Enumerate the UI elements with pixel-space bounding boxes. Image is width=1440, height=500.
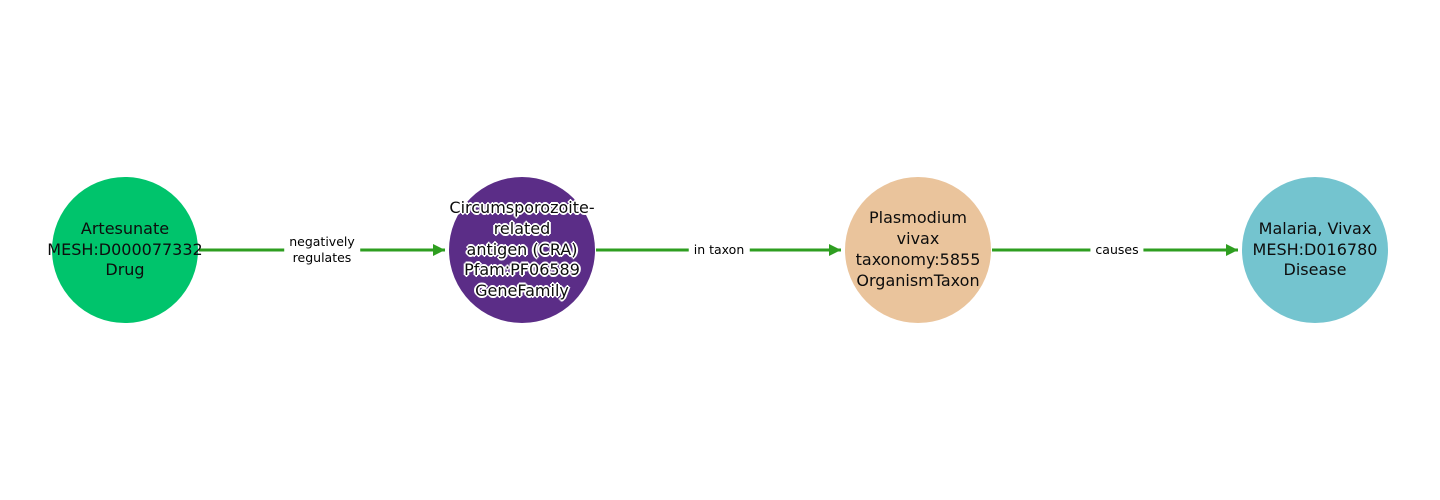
node-malaria-vivax: Malaria, Vivax MESH:D016780 Disease xyxy=(1242,177,1388,323)
edge-label-negatively-regulates: negatively regulates xyxy=(284,233,360,267)
node-plasmodium-vivax-label: Plasmodium vivax taxonomy:5855 OrganismT… xyxy=(855,208,981,290)
node-artesunate: Artesunate MESH:D000077332 Drug xyxy=(47,177,203,323)
node-circumsporozoite-related-antigen: Circumsporozoite- related antigen (CRA) … xyxy=(449,177,595,323)
edge-label-causes: causes xyxy=(1090,241,1144,259)
node-circumsporozoite-related-antigen-label: Circumsporozoite- related antigen (CRA) … xyxy=(449,197,595,301)
node-malaria-vivax-label: Malaria, Vivax MESH:D016780 Disease xyxy=(1252,218,1378,280)
node-artesunate-label: Artesunate MESH:D000077332 Drug xyxy=(47,218,203,280)
edge-label-in-taxon: in taxon xyxy=(688,241,750,259)
node-plasmodium-vivax: Plasmodium vivax taxonomy:5855 OrganismT… xyxy=(845,177,991,323)
